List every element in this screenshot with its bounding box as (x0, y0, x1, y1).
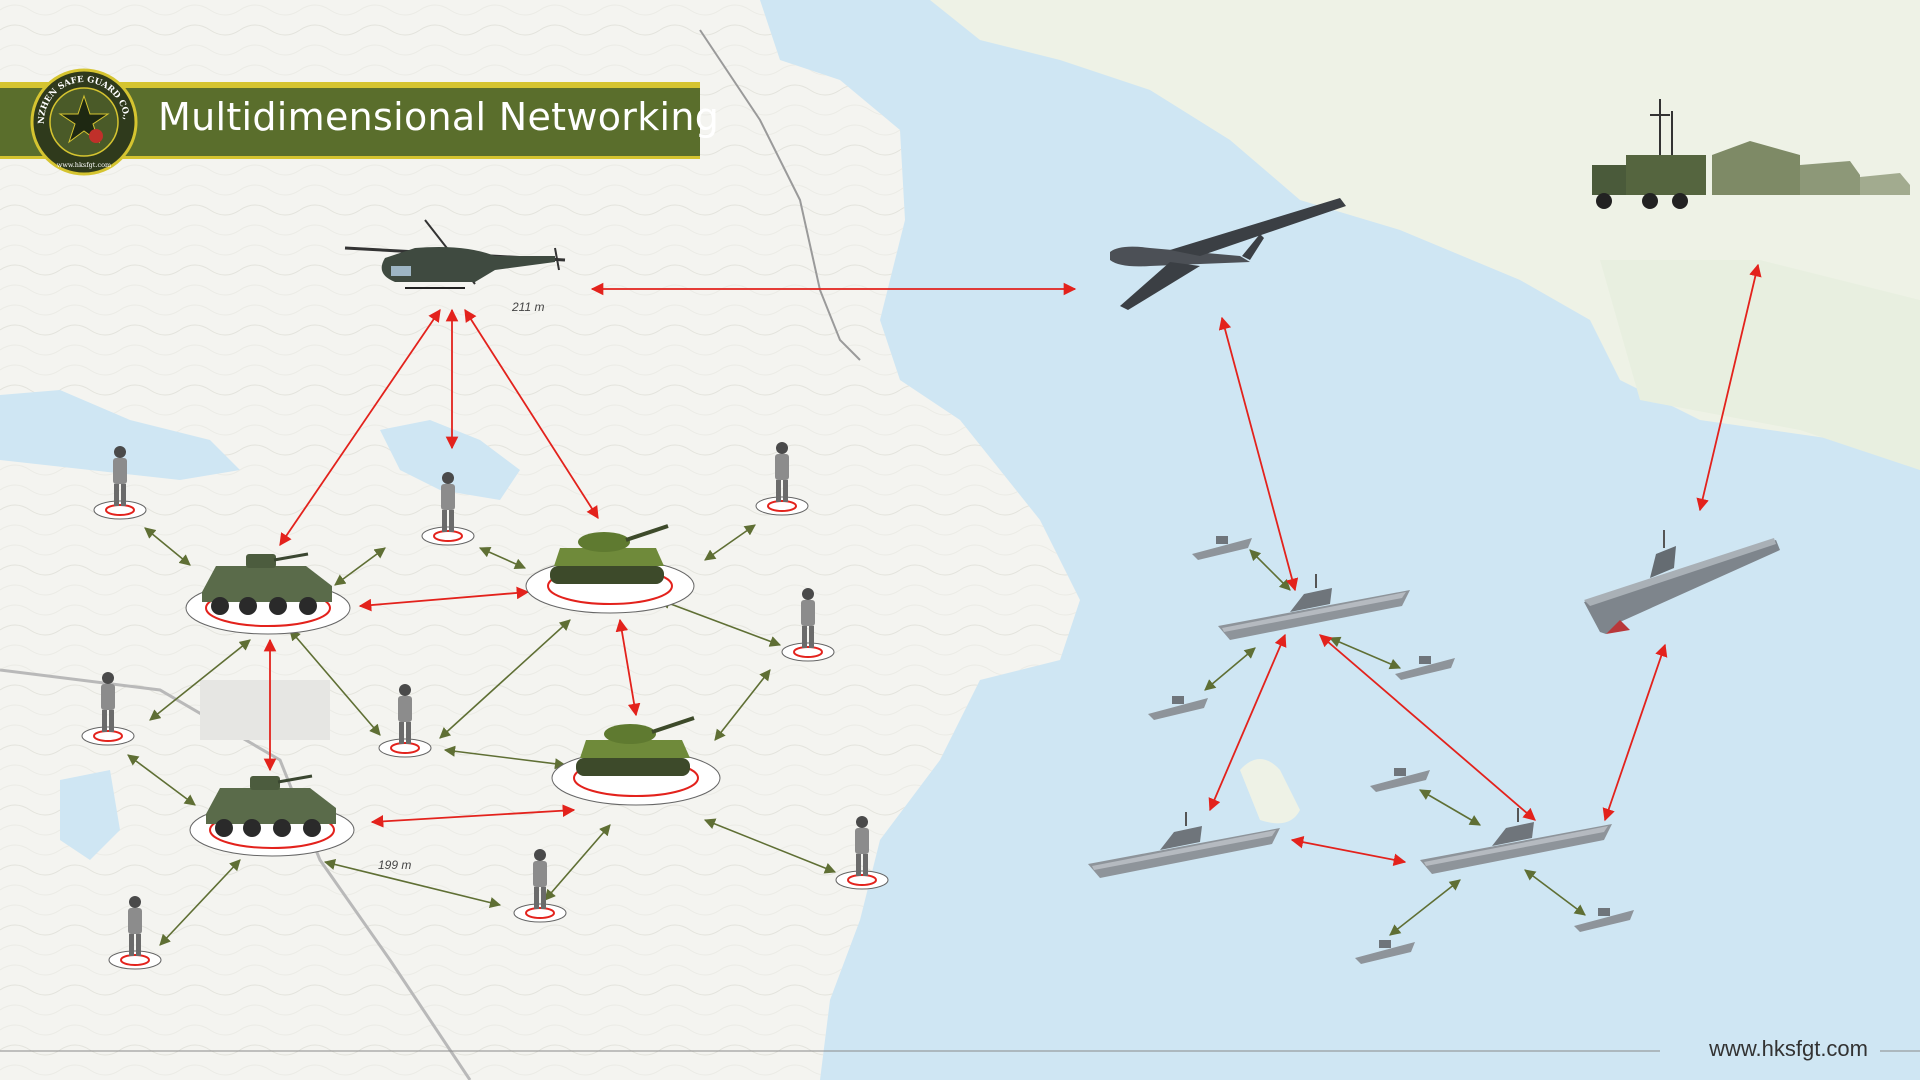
soldier-icon (775, 442, 789, 502)
helicopter[interactable] (344, 219, 566, 289)
soldier-icon (801, 588, 815, 648)
aircraft-carrier-icon (1584, 530, 1780, 634)
patrol-boat-icon (1192, 536, 1252, 560)
soldier-icon (128, 896, 142, 956)
soldier-6[interactable] (378, 684, 432, 758)
soldier-4[interactable] (781, 588, 835, 662)
target-ring-icon (781, 642, 835, 662)
target-ring-inner-icon (120, 954, 150, 966)
target-ring-icon (421, 526, 475, 546)
patrol-boat-icon (1574, 908, 1634, 932)
warship-3[interactable] (1420, 808, 1612, 874)
patrol-boat-icon (1395, 656, 1455, 680)
tank-2[interactable] (551, 716, 721, 806)
inland-lake-3 (60, 770, 120, 860)
star-emblem-icon (58, 94, 110, 144)
target-ring-icon (755, 496, 809, 516)
soldier-9[interactable] (108, 896, 162, 970)
command-truck-icon (1592, 99, 1910, 209)
patrol-boat-5[interactable] (1355, 940, 1415, 964)
target-ring-icon (93, 500, 147, 520)
soldier-7[interactable] (835, 816, 889, 890)
target-ring-inner-icon (525, 907, 555, 919)
target-ring-inner-icon (793, 646, 823, 658)
command-post[interactable] (1592, 99, 1910, 209)
logo-url-text: www.hksfgt.com (57, 161, 111, 169)
warship-icon (1218, 574, 1410, 640)
drone[interactable] (1110, 198, 1346, 310)
banner-accent-strip (0, 82, 700, 88)
soldier-5[interactable] (81, 672, 135, 746)
patrol-boat-2[interactable] (1395, 656, 1455, 680)
tank-icon (576, 716, 695, 776)
warship-2[interactable] (1088, 812, 1280, 878)
warship-1[interactable] (1218, 574, 1410, 640)
drone-icon (1110, 198, 1346, 310)
patrol-boat-icon (1355, 940, 1415, 964)
target-ring-inner-icon (390, 742, 420, 754)
soldier-icon (113, 446, 127, 506)
soldier-group (81, 442, 889, 970)
patrol-boat-4[interactable] (1370, 768, 1430, 792)
page-title: Multidimensional Networking (158, 95, 720, 139)
target-ring-icon (513, 903, 567, 923)
apc-2[interactable] (189, 774, 355, 857)
soldier-icon (855, 816, 869, 876)
distance-label-2: 199 m (378, 858, 412, 872)
patrol-boat-6[interactable] (1574, 908, 1634, 932)
soldier-8[interactable] (513, 849, 567, 923)
apc-icon (206, 774, 336, 837)
target-ring-inner-icon (105, 504, 135, 516)
target-ring-inner-icon (847, 874, 877, 886)
patrol-boat-icon (1148, 696, 1208, 720)
red-links (263, 263, 1762, 867)
soldier-2[interactable] (421, 472, 475, 546)
apc-icon (202, 552, 332, 615)
soldier-3[interactable] (755, 442, 809, 516)
target-ring-icon (108, 950, 162, 970)
apc-1[interactable] (185, 552, 351, 635)
footer-url[interactable]: www.hksfgt.com (1709, 1036, 1868, 1061)
built-area (200, 680, 330, 740)
soldier-icon (398, 684, 412, 744)
patrol-boat-1[interactable] (1192, 536, 1252, 560)
road-2 (699, 29, 861, 361)
helicopter-icon (344, 219, 566, 289)
target-ring-icon (378, 738, 432, 758)
tank-icon (550, 524, 669, 584)
target-ring-inner-icon (93, 730, 123, 742)
inland-lake (0, 390, 240, 480)
soldier-icon (533, 849, 547, 909)
soldier-icon (441, 472, 455, 532)
target-ring-icon (81, 726, 135, 746)
distance-label-1: 211 m (512, 300, 545, 314)
tank-1[interactable] (525, 524, 695, 614)
target-ring-icon (835, 870, 889, 890)
patrol-boat-icon (1370, 768, 1430, 792)
aircraft-carrier[interactable] (1584, 530, 1780, 634)
target-ring-inner-icon (767, 500, 797, 512)
patrol-boat-3[interactable] (1148, 696, 1208, 720)
company-logo: SHENZHEN SAFE GUARD CO., LTD. www.hksfgt… (30, 68, 138, 176)
soldier-icon (101, 672, 115, 732)
green-links (127, 524, 1586, 946)
warship-icon (1088, 812, 1280, 878)
target-ring-inner-icon (433, 530, 463, 542)
soldier-1[interactable] (93, 446, 147, 520)
warship-icon (1420, 808, 1612, 874)
